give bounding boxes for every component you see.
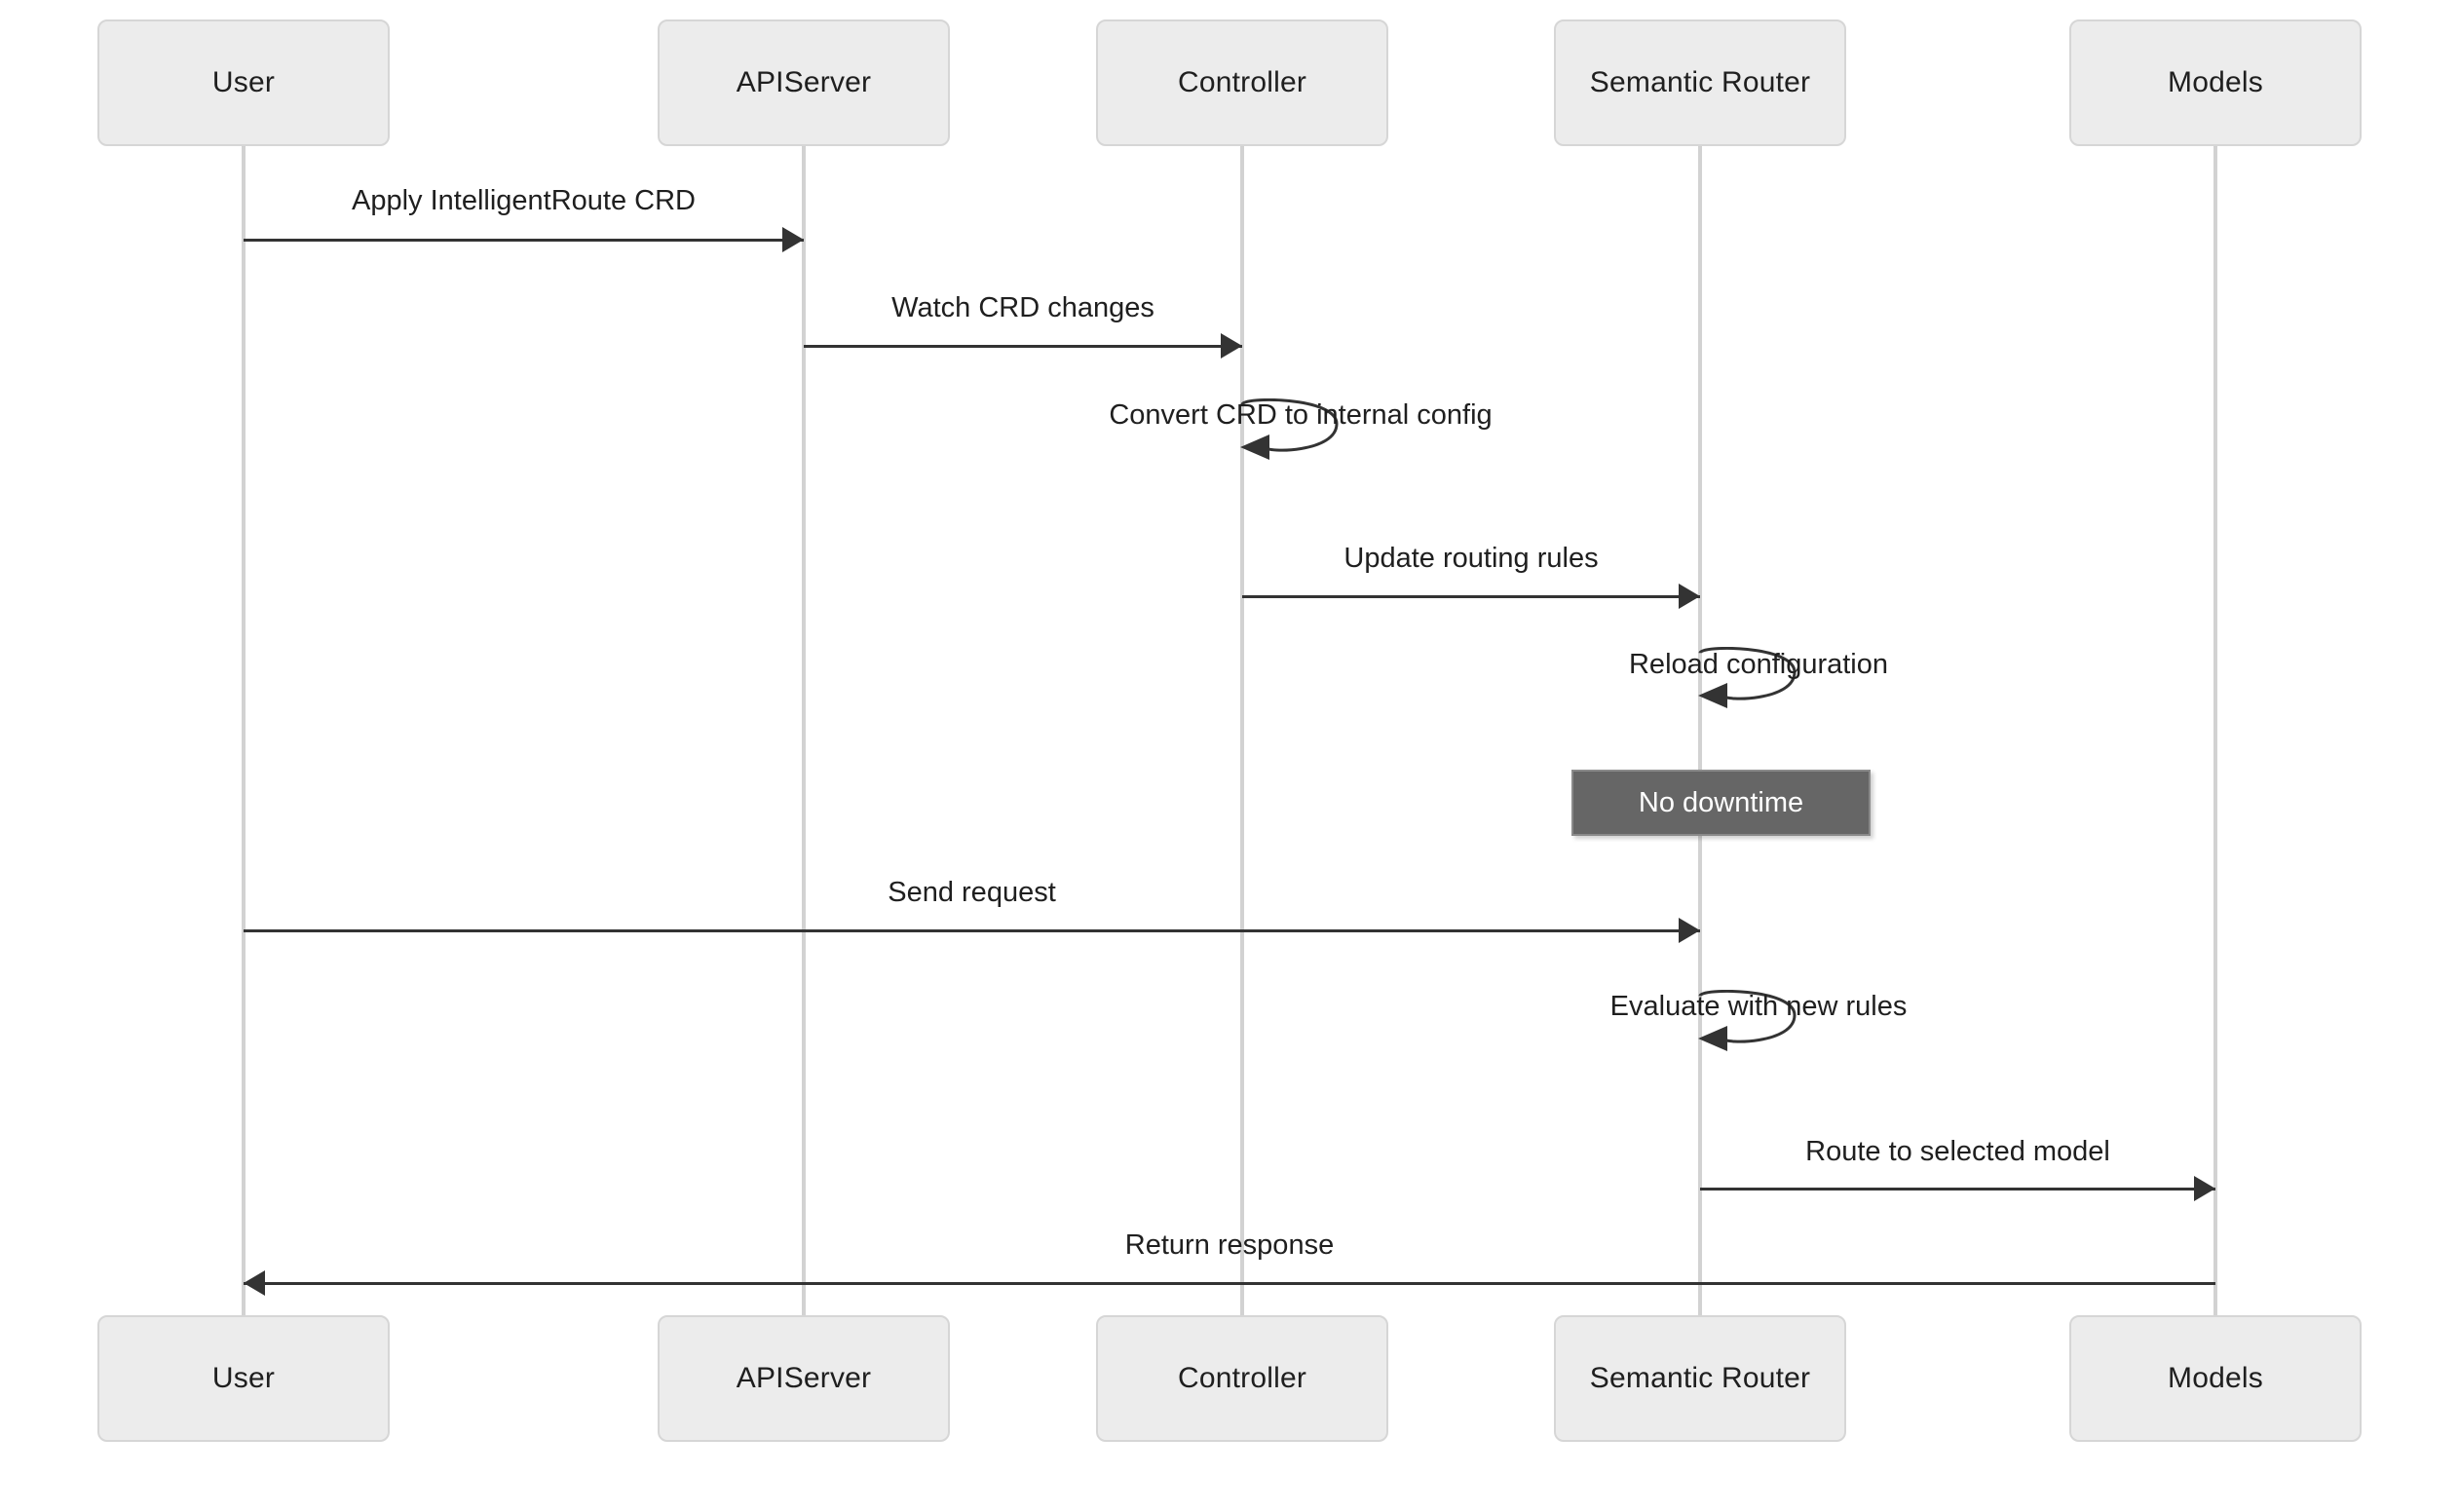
participant-box-controller-top[interactable]: Controller (1096, 19, 1388, 146)
lifeline-router (1698, 146, 1702, 1315)
participant-box-controller-bottom[interactable]: Controller (1096, 1315, 1388, 1442)
message-label-m3: Convert CRD to internal config (1109, 399, 1493, 431)
message-label-m6: Send request (888, 877, 1056, 908)
message-label-m2: Watch CRD changes (891, 292, 1154, 323)
message-line-m8 (1700, 1188, 2215, 1191)
arrowhead-m4 (1679, 584, 1700, 609)
message-label-m5: Reload configuration (1628, 649, 1889, 680)
message-label-m1: Apply IntelligentRoute CRD (351, 185, 697, 216)
arrowhead-m2 (1221, 333, 1242, 359)
message-label-m9: Return response (1124, 1229, 1335, 1261)
participant-box-user-top[interactable]: User (97, 19, 390, 146)
note-label: No downtime (1638, 786, 1804, 818)
message-label-m7: Evaluate with new rules (1609, 991, 1908, 1022)
participant-label: Models (2168, 1362, 2263, 1394)
participant-label: Semantic Router (1589, 66, 1811, 98)
participant-box-user-bottom[interactable]: User (97, 1315, 390, 1442)
participant-box-models-top[interactable]: Models (2069, 19, 2362, 146)
participant-label: Controller (1177, 66, 1307, 98)
message-line-m9 (244, 1282, 2215, 1285)
lifeline-user (242, 146, 246, 1315)
message-line-m2 (804, 345, 1242, 348)
message-label-m8: Route to selected model (1805, 1136, 2110, 1167)
participant-label: APIServer (736, 66, 872, 98)
participant-box-router-top[interactable]: Semantic Router (1554, 19, 1846, 146)
message-line-m1 (244, 239, 804, 242)
self-loop-m3 (1240, 398, 1339, 460)
participant-box-models-bottom[interactable]: Models (2069, 1315, 2362, 1442)
participant-label: Controller (1177, 1362, 1307, 1394)
participant-label: User (211, 1362, 276, 1394)
arrowhead-m8 (2194, 1176, 2215, 1201)
arrowhead-m9 (244, 1270, 265, 1296)
participant-box-router-bottom[interactable]: Semantic Router (1554, 1315, 1846, 1442)
participant-label: Models (2168, 66, 2263, 98)
participant-label: APIServer (736, 1362, 872, 1394)
lifeline-apiserver (802, 146, 806, 1315)
participant-label: Semantic Router (1589, 1362, 1811, 1394)
self-loop-m7 (1698, 990, 1797, 1051)
note-n1[interactable]: No downtime (1571, 770, 1871, 836)
message-label-m4: Update routing rules (1343, 543, 1599, 574)
lifeline-controller (1240, 146, 1244, 1315)
arrowhead-m6 (1679, 918, 1700, 943)
participant-box-apiserver-top[interactable]: APIServer (658, 19, 950, 146)
message-line-m4 (1242, 595, 1700, 598)
self-loop-m5 (1698, 647, 1797, 708)
participant-label: User (211, 66, 276, 98)
participant-box-apiserver-bottom[interactable]: APIServer (658, 1315, 950, 1442)
message-line-m6 (244, 929, 1700, 932)
lifeline-models (2213, 146, 2217, 1315)
arrowhead-m1 (782, 227, 804, 252)
